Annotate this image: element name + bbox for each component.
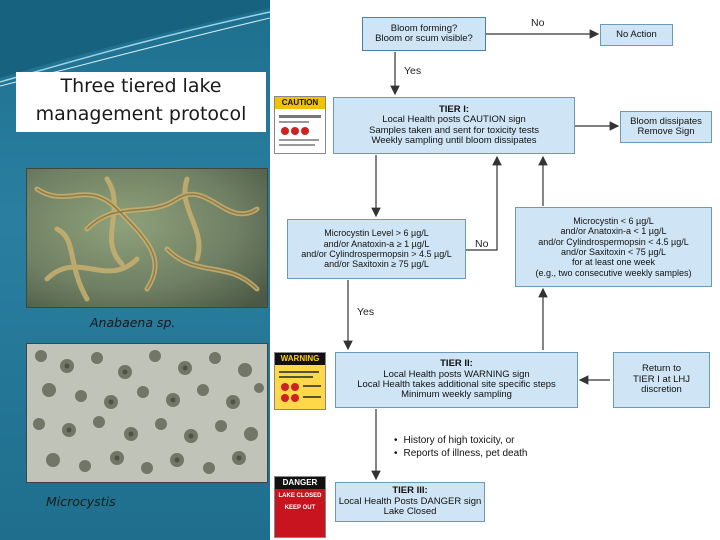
title-background [16, 72, 266, 132]
dissipates-line-2: Remove Sign [637, 126, 695, 137]
dissipates-line-1: Bloom dissipates [630, 115, 702, 127]
yes-label-mid: Yes [357, 306, 375, 318]
deescalate-line-5: for at least one week [571, 257, 656, 268]
caution-sign-body [277, 113, 323, 151]
tier3-trigger-1: History of high toxicity, or [394, 434, 527, 447]
tier2-box: TIER II: Local Health posts WARNING sign… [335, 352, 578, 408]
deescalate-line-4: and/or Saxitoxin < 75 µg/L [560, 247, 666, 257]
deescalate-line-6: (e.g., two consecutive weekly samples) [535, 267, 692, 278]
warning-sign: WARNING [274, 352, 326, 410]
tier1-box: TIER I: Local Health posts CAUTION sign … [333, 97, 575, 154]
anabaena-photo [26, 168, 268, 308]
return-line-2: TIER I at LHJ [632, 373, 690, 385]
warning-sign-body [277, 369, 323, 407]
tier2-title: TIER II: [440, 358, 473, 370]
tier3-trigger-2: Reports of illness, pet death [394, 447, 528, 460]
yes-label-top: Yes [404, 65, 422, 77]
tier1-line-2: Samples taken and sent for toxicity test… [368, 124, 540, 136]
bloom-question-line-1: Bloom forming? [390, 22, 458, 34]
bloom-question-line-2: Bloom or scum visible? [375, 33, 473, 44]
return-line-3: discretion [641, 384, 682, 396]
tier2-line-1: Local Health posts WARNING sign [383, 368, 530, 380]
caution-sign-header: CAUTION [275, 97, 325, 109]
escalate-line-1: Microcystin Level > 6 µg/L [324, 228, 429, 239]
anabaena-caption: Anabaena sp. [90, 315, 176, 330]
anabaena-image [27, 169, 267, 307]
no-label-mid: No [475, 238, 489, 250]
tier3-box: TIER III: Local Health Posts DANGER sign… [335, 482, 485, 522]
bloom-question-box: Bloom forming? Bloom or scum visible? [362, 17, 486, 51]
tier3-trigger-list: History of high toxicity, or Reports of … [394, 434, 528, 460]
deescalation-criteria-box: Microcystin < 6 µg/L and/or Anatoxin-a <… [515, 207, 712, 287]
page-title: Three tiered lake management protocol [35, 75, 247, 125]
microcystis-photo [26, 343, 268, 483]
no-action-box: No Action [600, 24, 673, 46]
tier1-line-1: Local Health posts CAUTION sign [382, 114, 526, 126]
danger-sign: DANGER LAKE CLOSED KEEP OUT [274, 476, 326, 538]
deescalate-line-1: Microcystin < 6 µg/L [573, 215, 654, 226]
microcystis-image [27, 344, 267, 482]
microcystis-caption: Microcystis [46, 494, 116, 509]
warning-sign-header: WARNING [275, 353, 325, 365]
deescalate-line-3: and/or Cylindrospermopsin < 4.5 µg/L [538, 236, 689, 247]
return-line-1: Return to [641, 363, 682, 375]
no-action-label: No Action [616, 28, 657, 40]
bloom-dissipates-box: Bloom dissipates Remove Sign [620, 111, 712, 143]
tier1-line-3: Weekly sampling until bloom dissipates [371, 134, 537, 146]
tier2-line-3: Minimum weekly sampling [401, 389, 512, 401]
danger-sign-line-1: LAKE CLOSED [278, 493, 322, 499]
no-label-top: No [531, 17, 545, 29]
danger-sign-line-2: KEEP OUT [284, 505, 316, 511]
tier3-title: TIER III: [392, 485, 428, 497]
tier2-line-2: Local Health takes additional site speci… [357, 379, 556, 390]
tier1-title: TIER I: [438, 103, 470, 115]
deescalate-line-2: and/or Anatoxin-a < 1 µg/L [560, 226, 667, 237]
escalate-line-3: and/or Cylindrospermopsin > 4.5 µg/L [301, 249, 452, 259]
escalate-line-2: and/or Anatoxin-a ≥ 1 µg/L [323, 238, 430, 249]
caution-sign: CAUTION [274, 96, 326, 154]
danger-sign-header: DANGER [275, 477, 325, 489]
escalation-criteria-box: Microcystin Level > 6 µg/L and/or Anatox… [287, 219, 466, 279]
tier3-line-2: Lake Closed [383, 506, 437, 518]
escalate-line-4: and/or Saxitoxin ≥ 75 µg/L [324, 259, 429, 270]
return-tier1-box: Return to TIER I at LHJ discretion [613, 352, 710, 408]
tier3-line-1: Local Health Posts DANGER sign [338, 495, 482, 507]
